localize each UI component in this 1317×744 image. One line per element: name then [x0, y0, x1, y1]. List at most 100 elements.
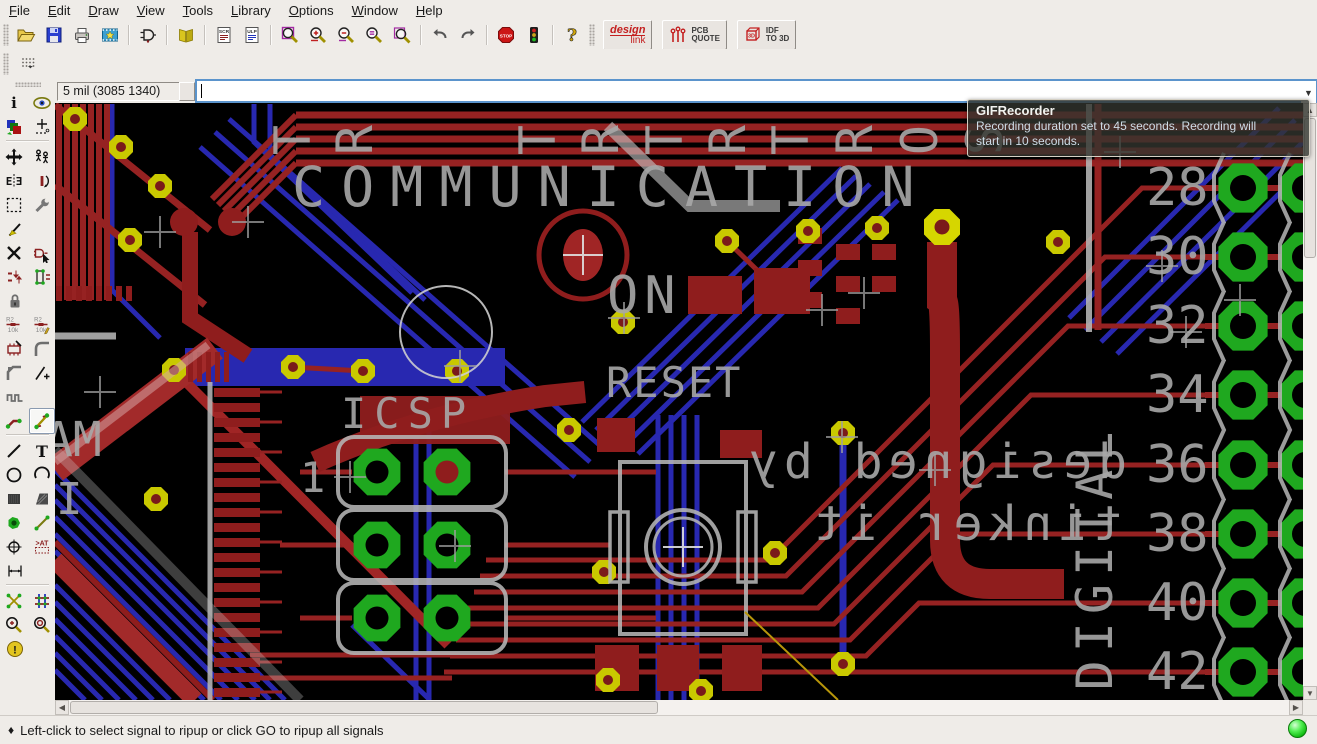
pin-label-40: 40 [1146, 573, 1209, 633]
tool-meander[interactable] [2, 384, 28, 410]
arc-icon [33, 466, 50, 479]
print-button[interactable] [69, 22, 95, 48]
tool-replace[interactable] [29, 264, 55, 290]
tool-copy[interactable] [29, 144, 55, 170]
pcb-pads-icon [671, 26, 686, 42]
tool-ratsnest[interactable] [1, 588, 27, 614]
tool-route[interactable] [1, 408, 27, 434]
tool-text[interactable]: T [29, 438, 55, 464]
tool-lock[interactable] [2, 288, 28, 314]
zoom-out-button[interactable] [333, 22, 359, 48]
toolbar-drag-handle[interactable] [589, 24, 595, 46]
tool-attribute[interactable]: >AT [29, 534, 55, 560]
menu-edit[interactable]: Edit [47, 3, 71, 18]
design-link-button[interactable]: design link [603, 20, 653, 50]
board-canvas[interactable]: COMMUNICATION ON RESET ICSP 1 AM I desig… [55, 103, 1303, 700]
gate-button[interactable] [135, 22, 161, 48]
pinswap-icon [7, 270, 22, 284]
toolbar-drag-handle[interactable] [3, 53, 9, 75]
scr-button[interactable]: SCR [211, 22, 237, 48]
tool-show[interactable] [29, 90, 55, 116]
ulp-button[interactable]: ULP [239, 22, 265, 48]
meander-icon [6, 394, 22, 402]
tool-drc[interactable] [1, 612, 27, 638]
tool-signal[interactable] [29, 510, 55, 536]
tool-group[interactable] [1, 192, 27, 218]
zoom-select-button[interactable] [361, 22, 387, 48]
tool-info[interactable]: i [1, 90, 27, 116]
tool-split[interactable] [1, 360, 27, 386]
scroll-left-button[interactable]: ◀ [55, 700, 69, 715]
palette-row [0, 144, 55, 168]
zoom-in-button[interactable] [305, 22, 331, 48]
tool-auto[interactable] [29, 588, 55, 614]
open-button[interactable] [13, 22, 39, 48]
stop-button[interactable]: STOP [493, 22, 519, 48]
menu-file[interactable]: File [9, 3, 30, 18]
cut-icon [8, 223, 21, 237]
tool-miter[interactable] [29, 336, 55, 362]
scroll-right-button[interactable]: ▶ [1289, 700, 1303, 715]
export-button[interactable] [97, 22, 123, 48]
zoom-redraw-button[interactable] [389, 22, 415, 48]
tool-wire[interactable] [1, 438, 27, 464]
tool-rect[interactable] [1, 486, 27, 512]
tool-optimize[interactable] [29, 360, 55, 386]
save-button[interactable] [41, 22, 67, 48]
help-button[interactable]: ? [559, 22, 585, 48]
menu-help[interactable]: Help [415, 3, 443, 18]
undo-button[interactable] [427, 22, 453, 48]
tool-polygon[interactable] [29, 486, 55, 512]
tool-smash[interactable] [1, 336, 27, 362]
menu-library[interactable]: Library [231, 3, 271, 18]
horizontal-scrollbar[interactable]: ◀ ▶ [55, 700, 1303, 715]
tool-rotate[interactable] [29, 168, 55, 194]
vertical-scrollbar[interactable]: ▲ ▼ [1303, 103, 1317, 700]
palette-row [0, 114, 55, 138]
scroll-down-button[interactable]: ▼ [1303, 686, 1317, 700]
tool-change[interactable] [29, 192, 55, 218]
menu-draw[interactable]: Draw [88, 3, 119, 18]
traffic-light-button[interactable] [521, 22, 547, 48]
library-button[interactable] [173, 22, 199, 48]
tool-via[interactable] [1, 510, 27, 536]
menu-window[interactable]: Window [351, 3, 398, 18]
grid-button[interactable] [13, 52, 47, 78]
toolbar-drag-handle[interactable] [3, 24, 9, 46]
tool-cut[interactable] [2, 216, 28, 242]
pcb-quote-button[interactable]: PCB QUOTE [662, 20, 727, 50]
menu-view[interactable]: View [136, 3, 165, 18]
chip-pad-column [214, 388, 282, 697]
tool-circle[interactable] [1, 462, 27, 488]
idf-to-3d-button[interactable]: 3D IDF TO 3D [736, 20, 797, 50]
tool-ripup[interactable] [28, 408, 55, 434]
tool-dimension[interactable] [2, 558, 28, 584]
command-aux-button[interactable] [179, 82, 195, 101]
tool-warning[interactable]: ! [2, 636, 28, 662]
palette-drag-handle[interactable] [14, 82, 41, 87]
redo-button[interactable] [455, 22, 481, 48]
tool-move[interactable] [1, 144, 27, 170]
tool-add[interactable] [29, 240, 55, 266]
menu-options[interactable]: Options [288, 3, 334, 18]
zoom-fit-button[interactable] [277, 22, 303, 48]
tool-mark[interactable] [29, 114, 55, 140]
tool-display[interactable] [1, 114, 27, 140]
export-icon [102, 28, 118, 42]
menu-tools[interactable]: Tools [182, 3, 214, 18]
tool-delete[interactable] [1, 240, 27, 266]
tool-hole[interactable] [1, 534, 27, 560]
add-icon [33, 248, 49, 263]
horizontal-scroll-thumb[interactable] [70, 701, 658, 714]
split-icon [6, 365, 21, 380]
tool-arc[interactable] [29, 462, 55, 488]
tool-pinswap[interactable] [1, 264, 27, 290]
tool-errors[interactable] [29, 612, 55, 638]
rect-icon [7, 494, 20, 504]
